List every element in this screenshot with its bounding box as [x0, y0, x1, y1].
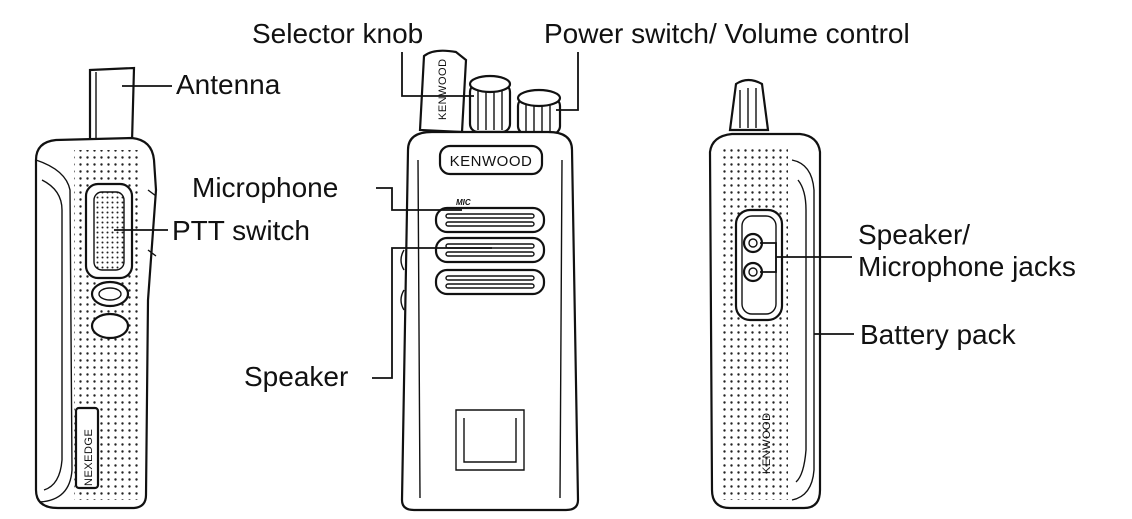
- mic-mark: MIC: [456, 198, 471, 207]
- label-selector-knob: Selector knob: [252, 18, 423, 49]
- selector-knob[interactable]: [468, 74, 512, 134]
- series-label-side: NEXEDGE: [83, 429, 95, 486]
- label-speaker-mic-jacks-1: Speaker/: [858, 219, 970, 250]
- label-battery-pack: Battery pack: [860, 319, 1017, 350]
- side-button-upper[interactable]: [90, 280, 130, 308]
- side-button-lower[interactable]: [90, 312, 130, 340]
- label-microphone: Microphone: [192, 172, 338, 203]
- label-speaker: Speaker: [244, 361, 348, 392]
- microphone-jack[interactable]: [742, 261, 764, 283]
- label-speaker-mic-jacks-2: Microphone jacks: [858, 251, 1076, 282]
- radio-left-side-view: NEXEDGE: [34, 66, 158, 510]
- microphone-grille: [434, 206, 546, 234]
- callouts: Antenna Selector knob Power switch/ Volu…: [114, 18, 1076, 392]
- speaker-jack[interactable]: [742, 232, 764, 254]
- power-volume-knob[interactable]: [516, 88, 562, 136]
- label-antenna: Antenna: [176, 69, 281, 100]
- label-power-volume: Power switch/ Volume control: [544, 18, 910, 49]
- front-antenna: [418, 49, 468, 134]
- radio-front-view: KENWOOD KENWOOD MIC: [400, 49, 580, 512]
- radio-right-side-view: KENWOOD: [708, 78, 822, 510]
- ptt-switch[interactable]: [84, 182, 134, 280]
- brand-antenna: KENWOOD: [437, 58, 449, 120]
- brand-front: KENWOOD: [450, 153, 533, 170]
- battery-pack: [791, 159, 815, 501]
- brand-side: KENWOOD: [761, 412, 773, 474]
- label-ptt-switch: PTT switch: [172, 215, 310, 246]
- speaker-grille: [434, 236, 546, 296]
